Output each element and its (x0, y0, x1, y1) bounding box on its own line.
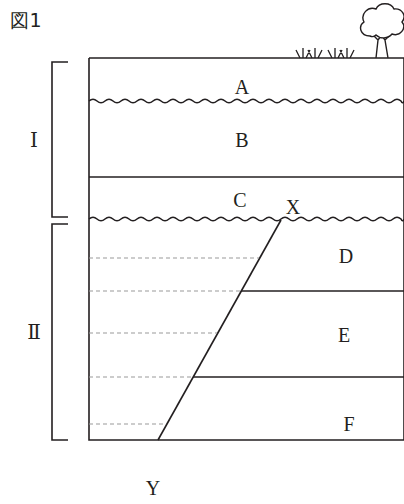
tree (361, 4, 404, 58)
section-frame (89, 58, 404, 440)
bracket (52, 224, 68, 440)
section-frame-right (403, 58, 404, 440)
figure-number: 図1 (10, 11, 41, 30)
layer-boundary (241, 290, 404, 292)
fault-line (158, 220, 281, 440)
fault-end-label: X (286, 197, 300, 217)
layer-boundary (89, 176, 404, 178)
unit-label: Ⅱ (27, 322, 41, 342)
unconformity-line (89, 217, 404, 221)
layer-boundary (193, 376, 404, 378)
unit-label: Ⅰ (30, 130, 38, 150)
layer-label: E (338, 325, 350, 345)
dashed-boundaries (89, 258, 259, 424)
layer-label: D (339, 246, 353, 266)
bracket (52, 62, 68, 217)
ground-surface (89, 57, 404, 59)
layer-label: B (235, 130, 248, 150)
layer-label: F (343, 414, 354, 434)
grass (296, 48, 354, 58)
layer-label: A (235, 77, 249, 97)
fault-end-label: Y (146, 478, 160, 498)
layer-label: C (233, 190, 246, 210)
unconformity-line (89, 99, 404, 103)
